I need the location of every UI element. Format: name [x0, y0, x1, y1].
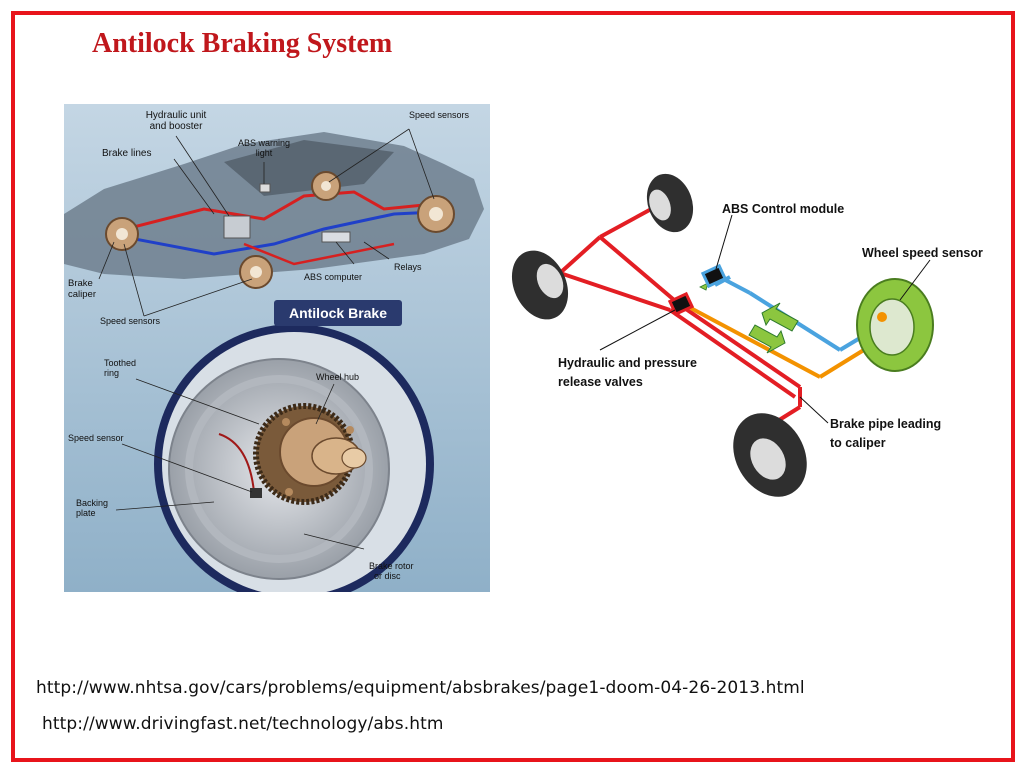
label-brake-rotor-2: or disc — [374, 571, 401, 581]
label-abs-warning-2: light — [256, 148, 273, 158]
flow-arrow-down — [748, 324, 786, 354]
source-link-drivingfast[interactable]: http://www.drivingfast.net/technology/ab… — [42, 714, 444, 734]
abs-car-illustration: Hydraulic unit and booster Brake lines A… — [64, 104, 490, 592]
abs-schematic: ABS Control module Wheel speed sensor Hy… — [511, 173, 983, 497]
label-speed-sensors-bottom: Speed sensors — [100, 316, 161, 326]
car-body — [64, 132, 484, 279]
source-link-nhtsa[interactable]: http://www.nhtsa.gov/cars/problems/equip… — [36, 678, 805, 698]
speed-sensor-body — [250, 488, 262, 498]
antilock-brake-banner — [274, 300, 402, 326]
label-relays: Relays — [394, 262, 422, 272]
label-backing-plate-1: Backing — [76, 498, 108, 508]
label-hydraulic-unit-1: Hydraulic unit — [146, 110, 207, 121]
label-abs-control-module: ABS Control module — [722, 202, 844, 216]
label-brake-pipe-1: Brake pipe leading — [830, 417, 941, 431]
brake-line-red — [113, 190, 435, 234]
front-right-brake — [239, 255, 273, 289]
label-abs-warning-1: ABS warning — [238, 138, 290, 148]
front-left-brake — [105, 217, 139, 251]
label-hydraulic-valves-2: release valves — [558, 375, 643, 389]
label-brake-caliper-2: caliper — [68, 289, 96, 300]
hydraulic-valves-box — [667, 291, 695, 317]
wheel-front-left — [511, 250, 569, 320]
wheel-speed-sensor-wheel — [856, 278, 934, 372]
flow-arrow-small — [699, 282, 709, 291]
rear-left-brake — [311, 171, 341, 201]
label-speed-sensor: Speed sensor — [68, 433, 124, 443]
banner-text: Antilock Brake — [289, 305, 387, 321]
label-brake-rotor-1: Brake rotor — [369, 561, 414, 571]
slide-title: Antilock Braking System — [92, 28, 393, 59]
label-abs-computer: ABS computer — [304, 272, 362, 282]
label-speed-sensors-top: Speed sensors — [409, 110, 470, 120]
hydraulic-lines — [558, 205, 802, 429]
label-wheel-hub: Wheel hub — [316, 372, 359, 382]
label-brake-pipe-2: to caliper — [830, 436, 886, 450]
brake-line-blue — [118, 210, 437, 256]
wheel-rear-left — [646, 173, 694, 233]
wheel-front-right — [733, 413, 807, 497]
label-brake-caliper-1: Brake — [68, 278, 93, 289]
hydraulic-unit — [223, 215, 251, 239]
label-brake-lines: Brake lines — [102, 148, 151, 159]
abs-computer-box — [321, 231, 351, 243]
slide-border — [11, 11, 1015, 762]
abs-warning-light — [259, 183, 271, 193]
flow-arrow-up — [761, 302, 799, 332]
rear-right-brake — [417, 195, 455, 233]
label-toothed-ring-1: Toothed — [104, 358, 136, 368]
label-hydraulic-valves-1: Hydraulic and pressure — [558, 356, 697, 370]
speed-sensor-wire — [218, 433, 255, 493]
label-hydraulic-unit-2: and booster — [150, 121, 203, 132]
label-backing-plate-2: plate — [76, 508, 96, 518]
abs-control-module — [700, 263, 728, 289]
label-toothed-ring-2: ring — [104, 368, 119, 378]
label-wheel-speed-sensor: Wheel speed sensor — [862, 246, 983, 260]
